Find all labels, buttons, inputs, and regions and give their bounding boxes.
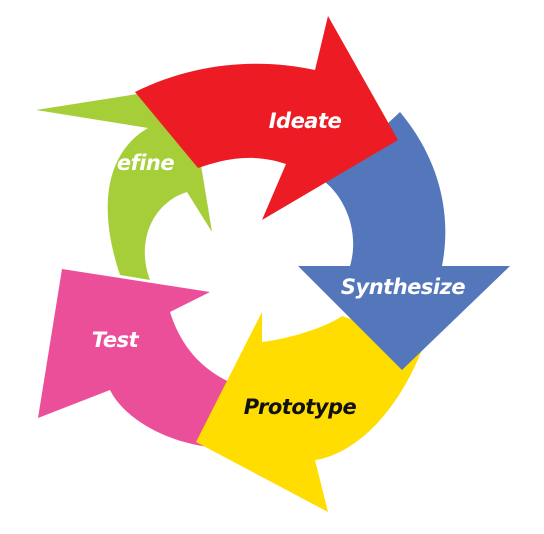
ideate-arrow [135,16,398,220]
stage-label-test: Test [92,328,140,352]
stage-label-prototype: Prototype [244,395,357,419]
stage-label-synthesize: Synthesize [341,275,465,299]
prototype-arrow [196,312,424,512]
define-arrow [36,86,212,280]
stage-label-ideate: Ideate [269,109,342,133]
test-arrow [38,269,236,448]
stage-label-define: Define [100,151,174,175]
synthesize-arrow [298,112,510,370]
